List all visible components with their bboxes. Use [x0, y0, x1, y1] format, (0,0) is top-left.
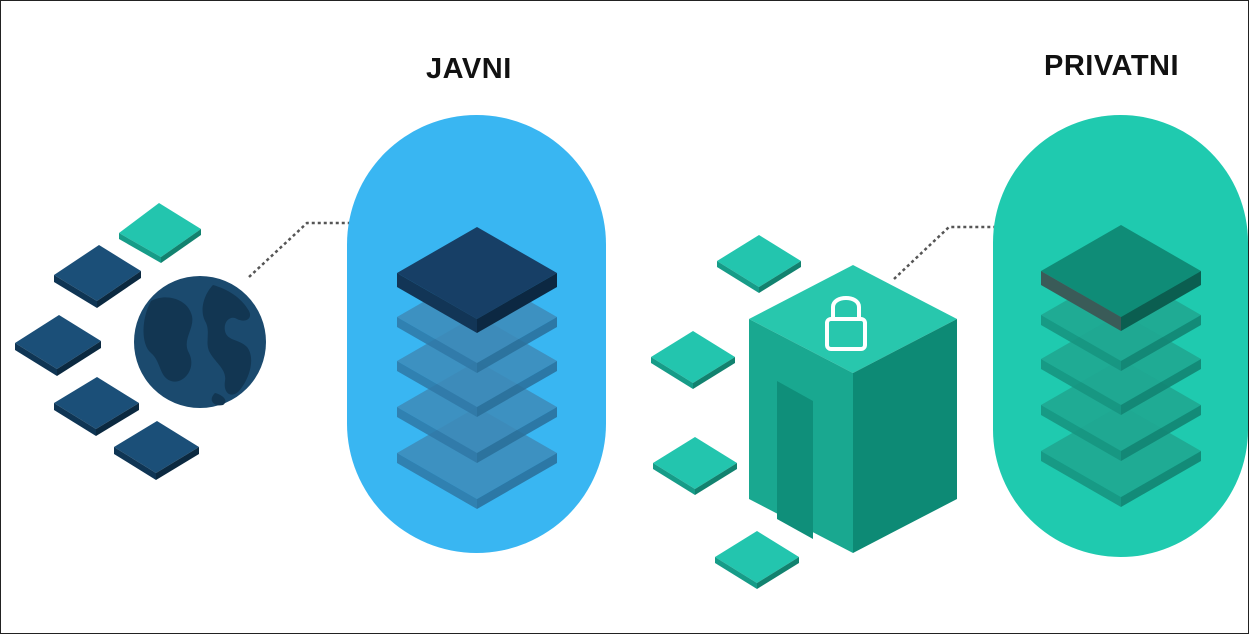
private-cloud-label: PRIVATNI: [1044, 50, 1180, 82]
private-tiles: [651, 235, 801, 589]
tile-dark-1: [54, 245, 141, 308]
globe-icon: [134, 276, 266, 408]
tile-teal-3: [653, 437, 737, 495]
tile-teal-4: [715, 531, 799, 589]
public-cloud-capsule: [347, 115, 606, 553]
building-icon: [749, 265, 957, 553]
tile-teal-public: [119, 203, 201, 263]
private-cloud-capsule: [993, 115, 1248, 557]
server-stack-icon: [397, 227, 557, 509]
tile-dark-4: [114, 421, 199, 480]
lock-icon: [825, 296, 867, 351]
tile-teal-1: [717, 235, 801, 293]
tile-dark-2: [15, 315, 101, 376]
public-cloud-label: JAVNI: [426, 53, 512, 85]
tile-dark-3: [54, 377, 139, 436]
server-stack-icon: [1041, 225, 1201, 507]
tile-teal-2: [651, 331, 735, 389]
public-tiles: [15, 203, 201, 480]
